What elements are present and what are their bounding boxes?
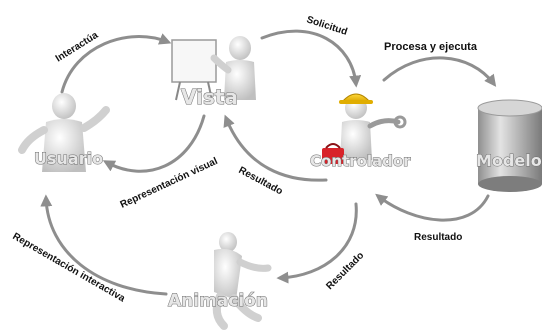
acrobat-figure-icon xyxy=(212,232,272,330)
usuario-label: Usuario xyxy=(34,149,103,168)
label-procesa: Procesa y ejecuta xyxy=(384,41,478,53)
label-resultado-modelo: Resultado xyxy=(414,232,462,243)
label-resultado-animacion: Resultado xyxy=(324,250,366,292)
label-representacion-interactiva: Representación interactiva xyxy=(11,231,128,305)
animacion-label: Animación xyxy=(168,291,268,311)
arrow-resultado-controlador xyxy=(223,114,328,182)
arrow-representacion-interactiva xyxy=(40,194,168,296)
modelo-label: Modelo xyxy=(476,151,542,170)
toolbox-icon xyxy=(322,143,344,164)
user-figure-icon xyxy=(18,93,110,172)
database-cylinder-icon xyxy=(477,99,542,192)
worker-helmet-icon xyxy=(339,93,407,160)
arrow-resultado-modelo xyxy=(375,193,490,222)
controlador-label: Controlador xyxy=(310,152,411,170)
arrow-resultado-animacion xyxy=(276,202,358,284)
arrow-representacion-visual xyxy=(102,114,206,173)
label-interactua: Interactúa xyxy=(54,30,101,65)
vista-label: Vista xyxy=(181,85,238,109)
presenter-board-icon xyxy=(171,36,256,101)
arrow-interactua xyxy=(60,33,172,94)
label-resultado-controlador: Resultado xyxy=(237,165,285,197)
arrow-solicitud xyxy=(260,29,362,88)
label-solicitud: Solicitud xyxy=(305,14,349,38)
arrow-procesa xyxy=(382,56,497,87)
